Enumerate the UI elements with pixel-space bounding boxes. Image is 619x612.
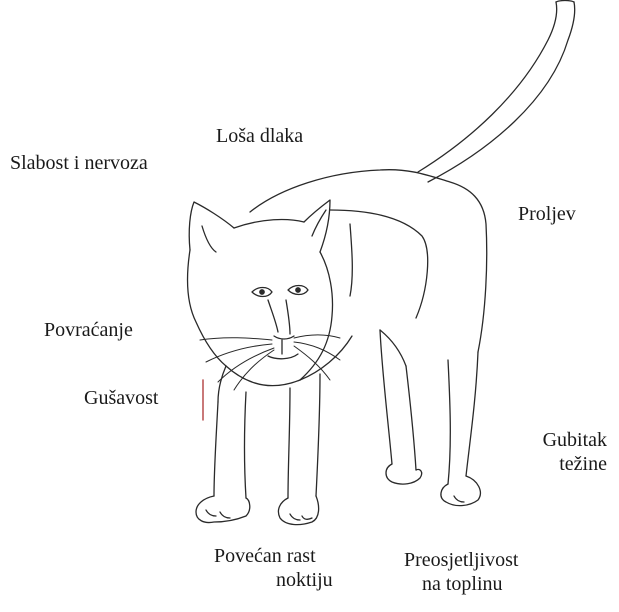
- label-preosj-line2: na toplinu: [404, 572, 518, 596]
- label-slabost-i-nervoza: Slabost i nervoza: [10, 151, 148, 175]
- label-noktiju-line1: Povećan rast: [214, 544, 333, 568]
- label-gubitak-line1: Gubitak: [543, 428, 607, 452]
- label-povracanje: Povraćanje: [44, 318, 133, 342]
- cat-body: [250, 170, 487, 366]
- cat-head: [188, 200, 333, 386]
- label-preosj-line1: Preosjetljivost: [404, 548, 518, 572]
- label-losa-dlaka-text: Loša dlaka: [216, 124, 303, 148]
- label-povecan-rast-noktiju: Povećan rast noktiju: [214, 544, 333, 592]
- label-preosjetljivost-na-toplinu: Preosjetljivost na toplinu: [404, 548, 518, 596]
- label-gubitak-line2: težine: [543, 452, 607, 476]
- label-proljev-text: Proljev: [518, 202, 576, 226]
- cat-back-legs: [380, 330, 480, 506]
- cat-tail: [418, 1, 575, 183]
- label-gusavost-text: Gušavost: [84, 386, 158, 410]
- cat-chest: [218, 336, 352, 402]
- label-losa-dlaka: Loša dlaka: [216, 124, 303, 148]
- label-gubitak-tezine: Gubitak težine: [543, 428, 607, 476]
- label-gusavost: Gušavost: [84, 386, 158, 410]
- label-proljev: Proljev: [518, 202, 576, 226]
- cat-front-right-leg: [278, 374, 320, 525]
- label-slabost-text: Slabost i nervoza: [10, 151, 148, 175]
- cat-front-left-leg: [196, 392, 250, 523]
- label-povracanje-text: Povraćanje: [44, 318, 133, 342]
- label-noktiju-line2: noktiju: [214, 568, 333, 592]
